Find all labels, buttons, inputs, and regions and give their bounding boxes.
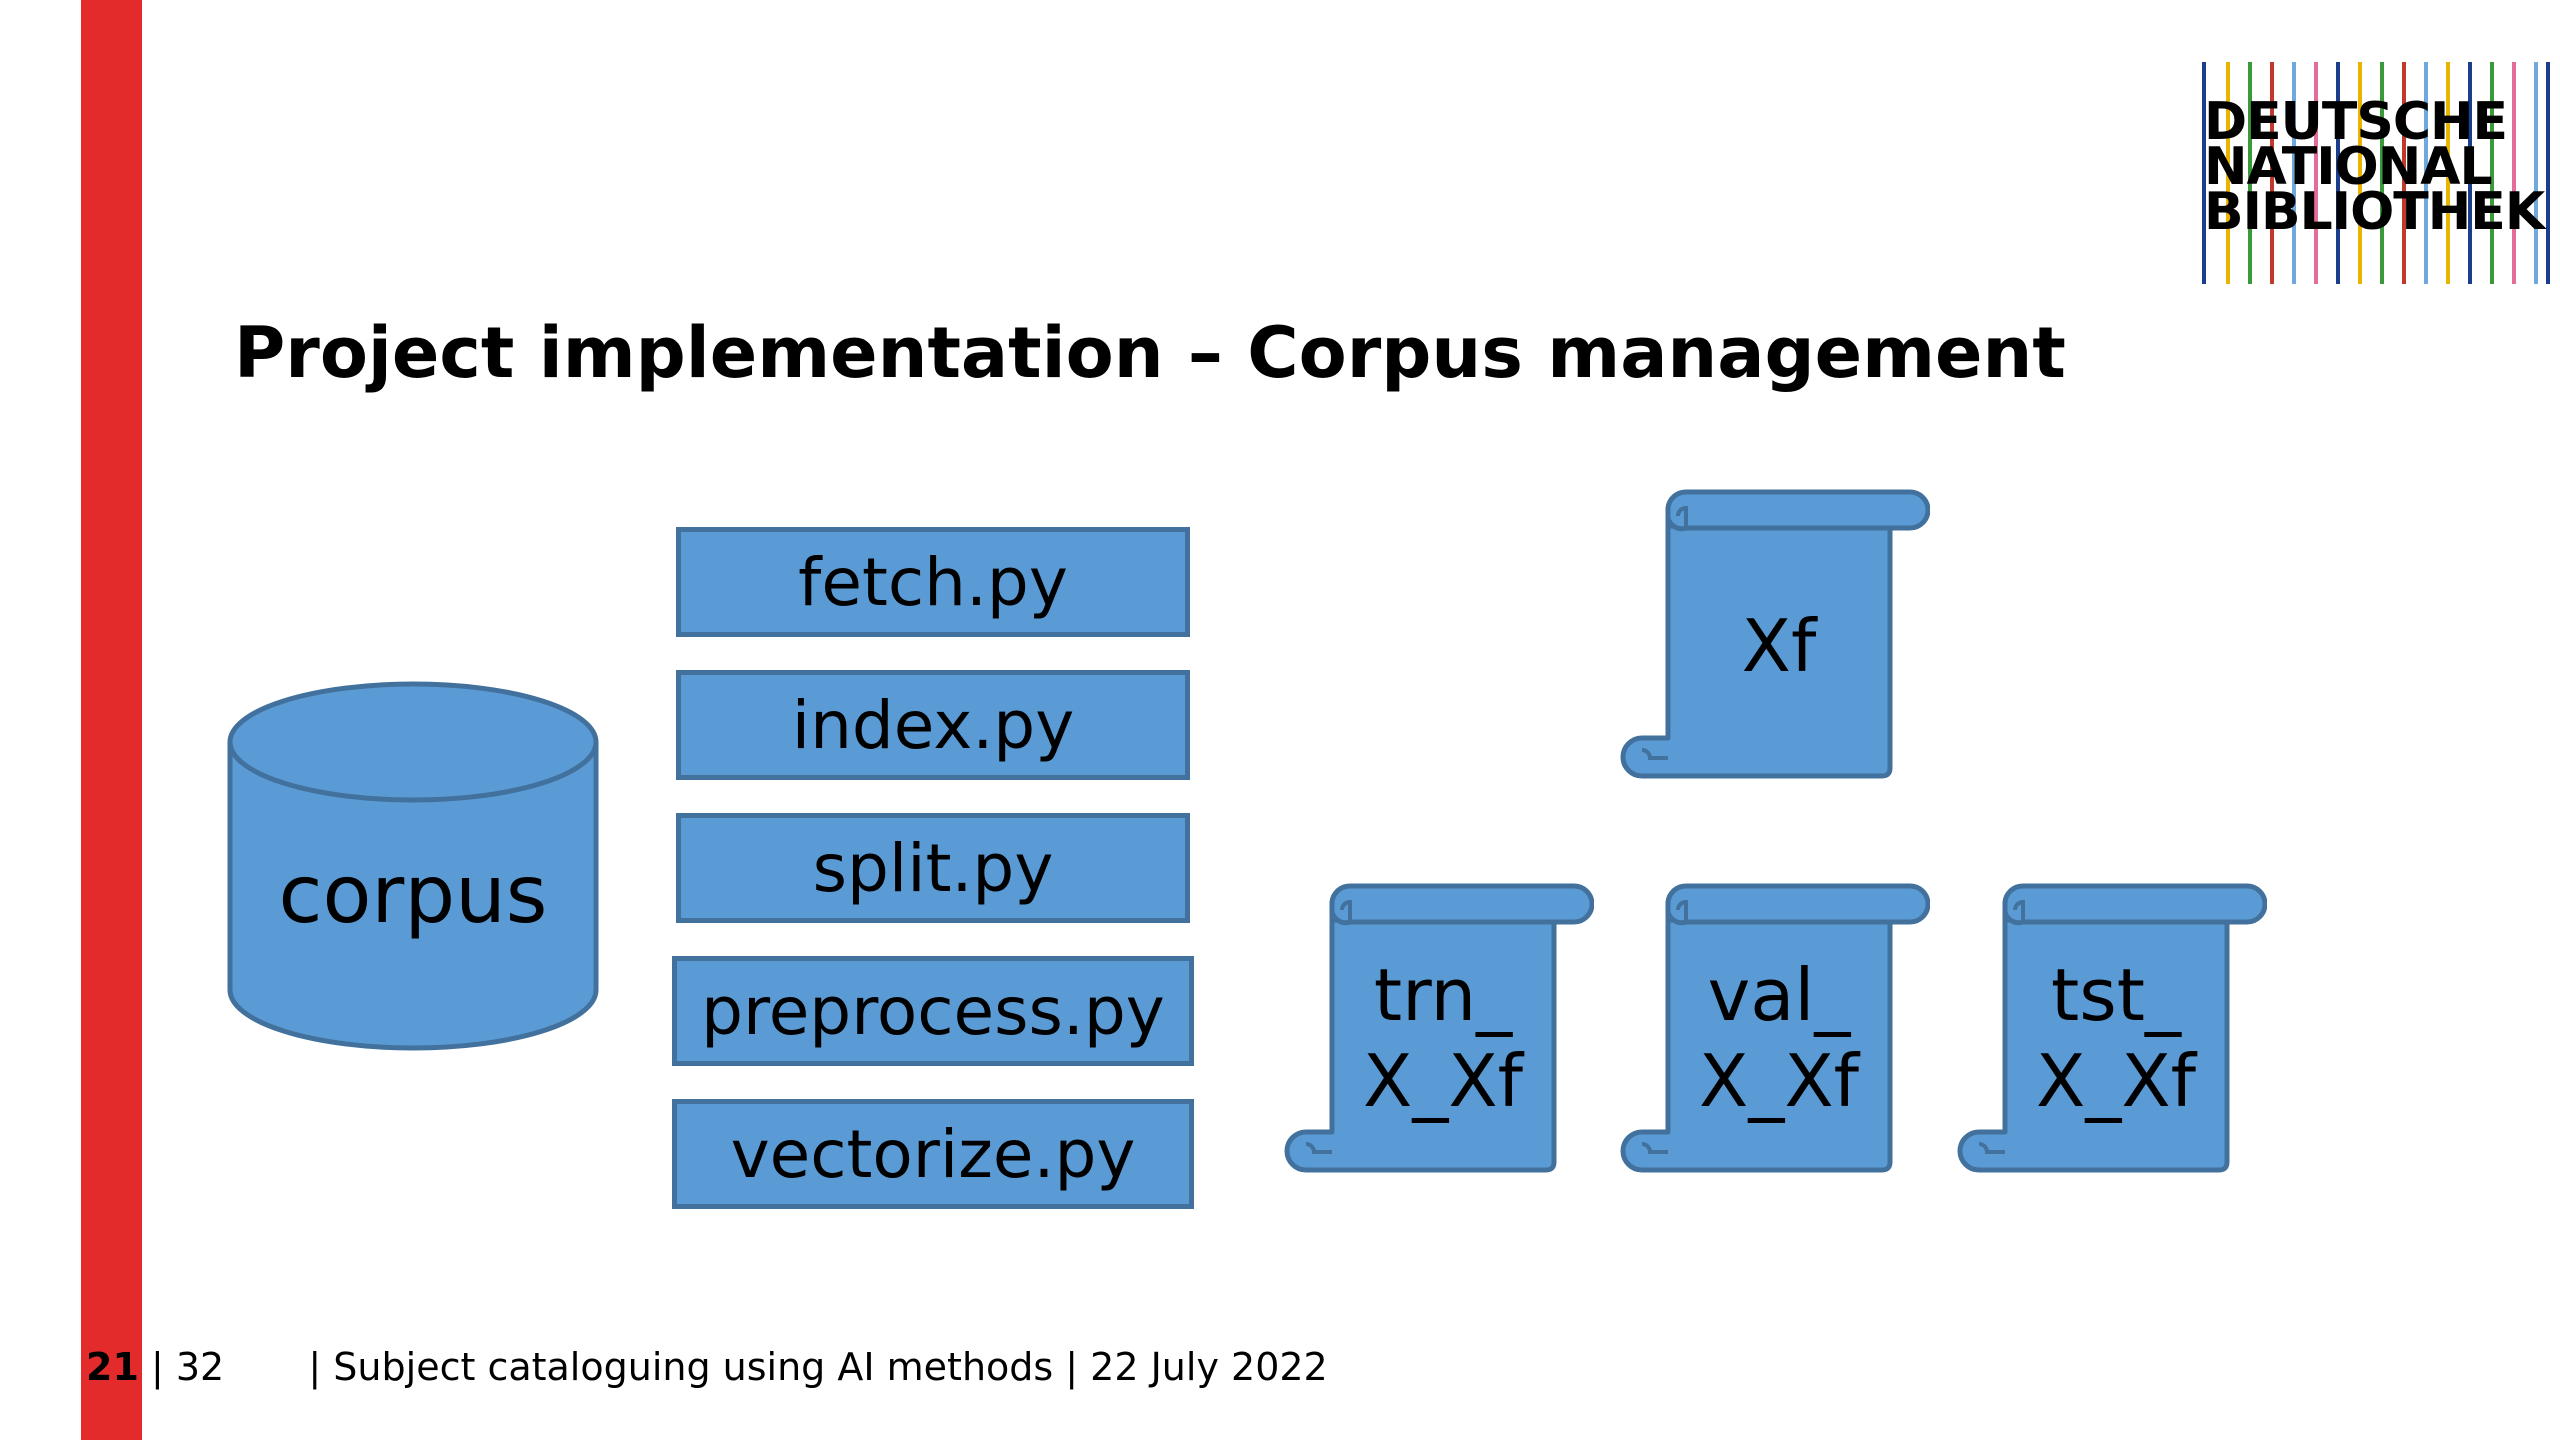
logo-wordmark: DEUTSCHE NATIONAL BIBLIOTHEK	[2204, 92, 2545, 242]
script-label: split.py	[812, 829, 1054, 907]
scroll-val: val_ X_Xf	[1620, 882, 1930, 1182]
corpus-label: corpus	[278, 848, 548, 941]
logo-line-1: DEUTSCHE	[2204, 92, 2508, 152]
scroll-icon	[1620, 883, 1930, 1173]
logo-line-3: BIBLIOTHEK	[2204, 182, 2545, 242]
logo-line-2: NATIONAL	[2204, 137, 2493, 197]
scroll-icon	[1620, 489, 1930, 779]
slide-title: Project implementation – Corpus manageme…	[234, 312, 2066, 394]
scroll-label-line-1: trn_	[1373, 953, 1513, 1037]
page-total: | 32	[150, 1345, 225, 1389]
scroll-label-line-2: X_Xf	[1699, 1039, 1859, 1123]
scroll-label-line-1: val_	[1707, 953, 1851, 1037]
dnb-logo: DEUTSCHE NATIONAL BIBLIOTHEK	[2200, 62, 2552, 284]
script-box-fetch: fetch.py	[676, 527, 1190, 637]
scroll-label: Xf	[1741, 604, 1817, 688]
script-box-preprocess: preprocess.py	[672, 956, 1194, 1066]
scroll-label-line-2: X_Xf	[1363, 1039, 1523, 1123]
scroll-icon	[1957, 883, 2267, 1173]
script-label: preprocess.py	[701, 972, 1165, 1050]
scroll-tst: tst_ X_Xf	[1957, 882, 2267, 1182]
slide-footer: 21 | 32 | Subject cataloguing using AI m…	[86, 1345, 1328, 1389]
accent-bar	[81, 0, 142, 1440]
script-box-index: index.py	[676, 670, 1190, 780]
scroll-icon	[1284, 883, 1594, 1173]
script-label: vectorize.py	[730, 1115, 1136, 1193]
database-cylinder-icon	[227, 681, 599, 1051]
script-label: fetch.py	[798, 543, 1068, 621]
script-box-vectorize: vectorize.py	[672, 1099, 1194, 1209]
script-box-split: split.py	[676, 813, 1190, 923]
script-label: index.py	[791, 686, 1075, 764]
scroll-trn: trn_ X_Xf	[1284, 882, 1594, 1182]
logo-stripes	[2202, 62, 2550, 284]
scroll-label-line-1: tst_	[2051, 953, 2181, 1037]
scroll-xf: Xf	[1620, 488, 1930, 788]
scroll-label-line-2: X_Xf	[2036, 1039, 2196, 1123]
page-number: 21	[86, 1345, 139, 1389]
footer-info: | Subject cataloguing using AI methods |…	[308, 1345, 1328, 1389]
